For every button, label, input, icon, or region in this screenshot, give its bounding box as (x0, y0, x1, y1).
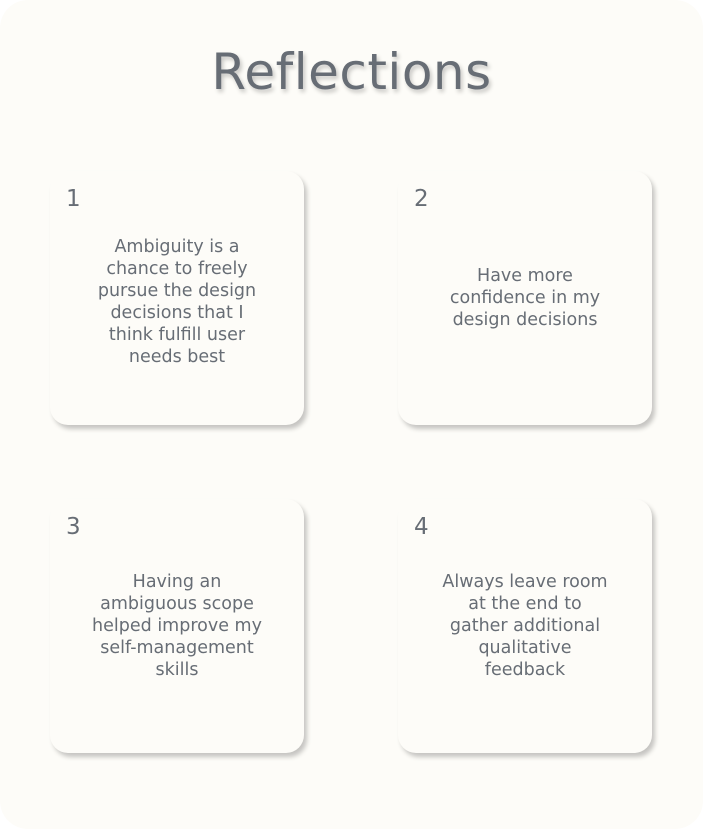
card-body: Having an ambiguous scope helped improve… (50, 499, 304, 753)
reflection-card-1: 1 Ambiguity is a chance to freely pursue… (50, 171, 304, 425)
card-number: 1 (66, 186, 81, 212)
card-body: Ambiguity is a chance to freely pursue t… (50, 179, 304, 425)
card-number: 4 (414, 514, 429, 540)
card-text: Always leave room at the end to gather a… (442, 572, 608, 680)
reflection-card-4: 4 Always leave room at the end to gather… (398, 499, 652, 753)
reflection-card-3: 3 Having an ambiguous scope helped impro… (50, 499, 304, 753)
card-number: 2 (414, 186, 429, 212)
page-title: Reflections (211, 43, 492, 101)
card-number: 3 (66, 514, 81, 540)
reflection-card-2: 2 Have more confidence in my design deci… (398, 171, 652, 425)
card-text: Ambiguity is a chance to freely pursue t… (97, 237, 257, 367)
card-text: Have more confidence in my design decisi… (449, 266, 601, 330)
card-body: Always leave room at the end to gather a… (398, 499, 652, 753)
card-body: Have more confidence in my design decisi… (398, 171, 652, 425)
card-text: Having an ambiguous scope helped improve… (92, 572, 262, 680)
